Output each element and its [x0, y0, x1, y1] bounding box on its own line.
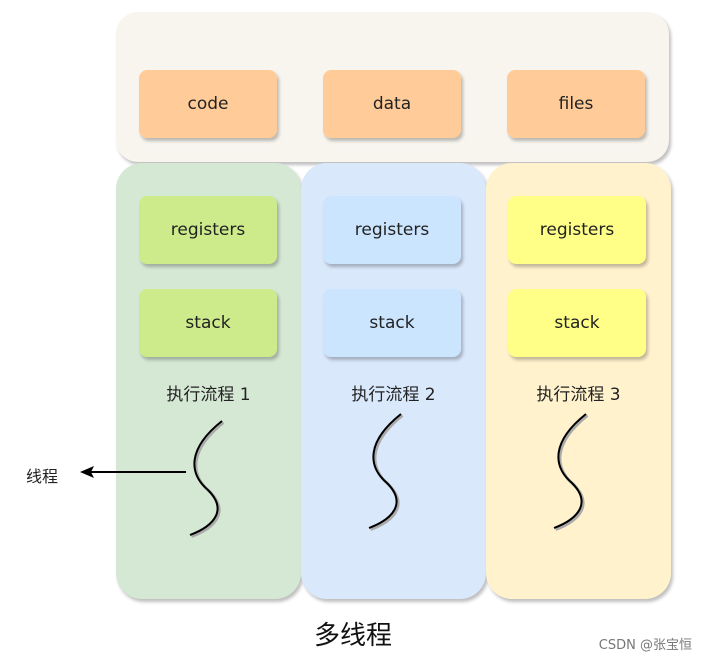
- thread-wave-icon: [368, 413, 404, 531]
- thread-column-3: registers stack 执行流程 3: [486, 163, 671, 599]
- registers-box: registers: [508, 196, 646, 264]
- thread-label: 执行流程 3: [536, 385, 621, 405]
- thread-wave-icon: [189, 420, 225, 538]
- registers-box: registers: [323, 196, 461, 264]
- arrow-icon: [80, 466, 186, 478]
- watermark: CSDN @张宝恒: [598, 638, 692, 653]
- data-box: data: [323, 70, 461, 138]
- stack-box: stack: [323, 289, 461, 357]
- stack-box: stack: [508, 289, 646, 357]
- thread-label: 执行流程 2: [351, 385, 436, 405]
- stack-box: stack: [139, 289, 277, 357]
- thread-column-2: registers stack 执行流程 2: [301, 163, 486, 599]
- registers-box: registers: [139, 196, 277, 264]
- thread-arrow-label: 线程: [26, 467, 59, 486]
- diagram-caption: 多线程: [313, 621, 392, 651]
- code-box: code: [139, 70, 277, 138]
- files-box: files: [507, 70, 645, 138]
- shared-resources-panel: code data files: [116, 12, 669, 162]
- thread-column-1: registers stack 执行流程 1: [116, 163, 301, 599]
- thread-wave-icon: [553, 413, 589, 531]
- thread-label: 执行流程 1: [166, 385, 251, 405]
